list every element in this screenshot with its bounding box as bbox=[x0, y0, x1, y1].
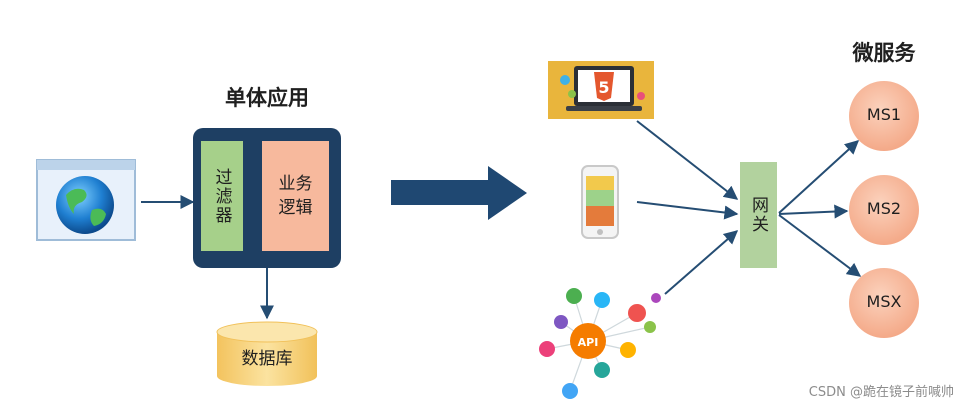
service-label-ms2: MS2 bbox=[849, 199, 919, 218]
monolith-title: 单体应用 bbox=[212, 82, 322, 112]
database-label: 数据库 bbox=[217, 344, 317, 369]
html5-devices-icon: 5 bbox=[548, 61, 654, 119]
service-label-msx: MSX bbox=[849, 292, 919, 311]
html5-badge: 5 bbox=[598, 78, 609, 97]
service-label-ms1: MS1 bbox=[849, 105, 919, 124]
arrow-api-to-gateway bbox=[665, 231, 737, 294]
arrow-gateway-to-ms1 bbox=[779, 141, 858, 213]
smartphone-icon bbox=[582, 166, 618, 238]
gateway-label: 网关 bbox=[740, 162, 777, 268]
microservices-title: 微服务 bbox=[834, 37, 934, 67]
transition-arrow bbox=[391, 166, 527, 220]
arrow-gateway-to-msx bbox=[779, 215, 860, 276]
arrow-phone-to-gateway bbox=[637, 202, 737, 214]
api-network-icon: API bbox=[539, 288, 661, 399]
watermark: CSDN @跪在镜子前喊帅 bbox=[720, 381, 954, 400]
api-badge: API bbox=[578, 336, 599, 349]
browser-globe-icon bbox=[37, 160, 135, 240]
business-logic-label: 业务 逻辑 bbox=[262, 141, 329, 251]
filter-label: 过滤器 bbox=[201, 141, 243, 251]
arrow-html5-to-gateway bbox=[637, 121, 737, 199]
arrow-gateway-to-ms2 bbox=[779, 211, 847, 214]
